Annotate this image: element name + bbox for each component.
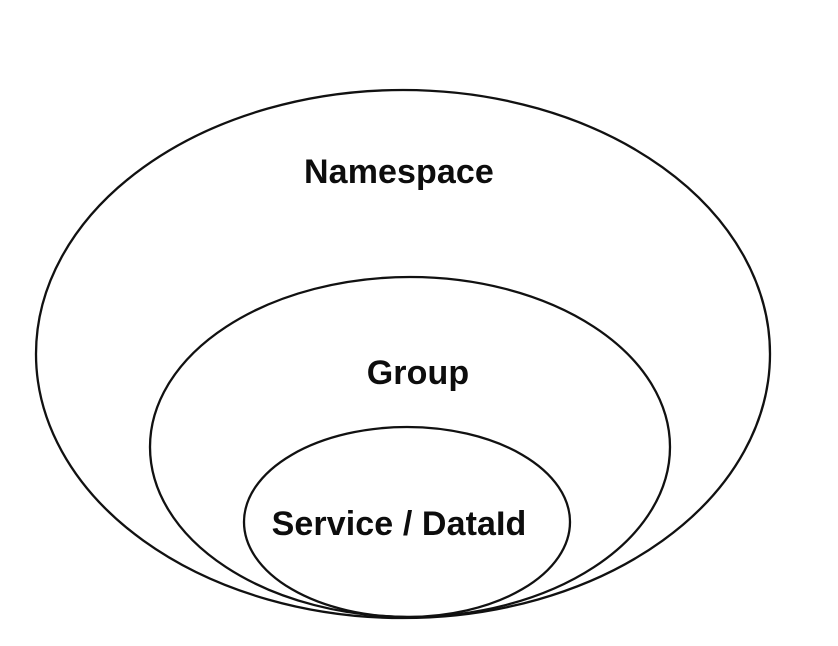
group-label: Group xyxy=(367,354,469,392)
service-dataid-ellipse xyxy=(244,427,570,617)
service-dataid-label: Service / DataId xyxy=(272,505,527,543)
namespace-label: Namespace xyxy=(304,153,494,191)
